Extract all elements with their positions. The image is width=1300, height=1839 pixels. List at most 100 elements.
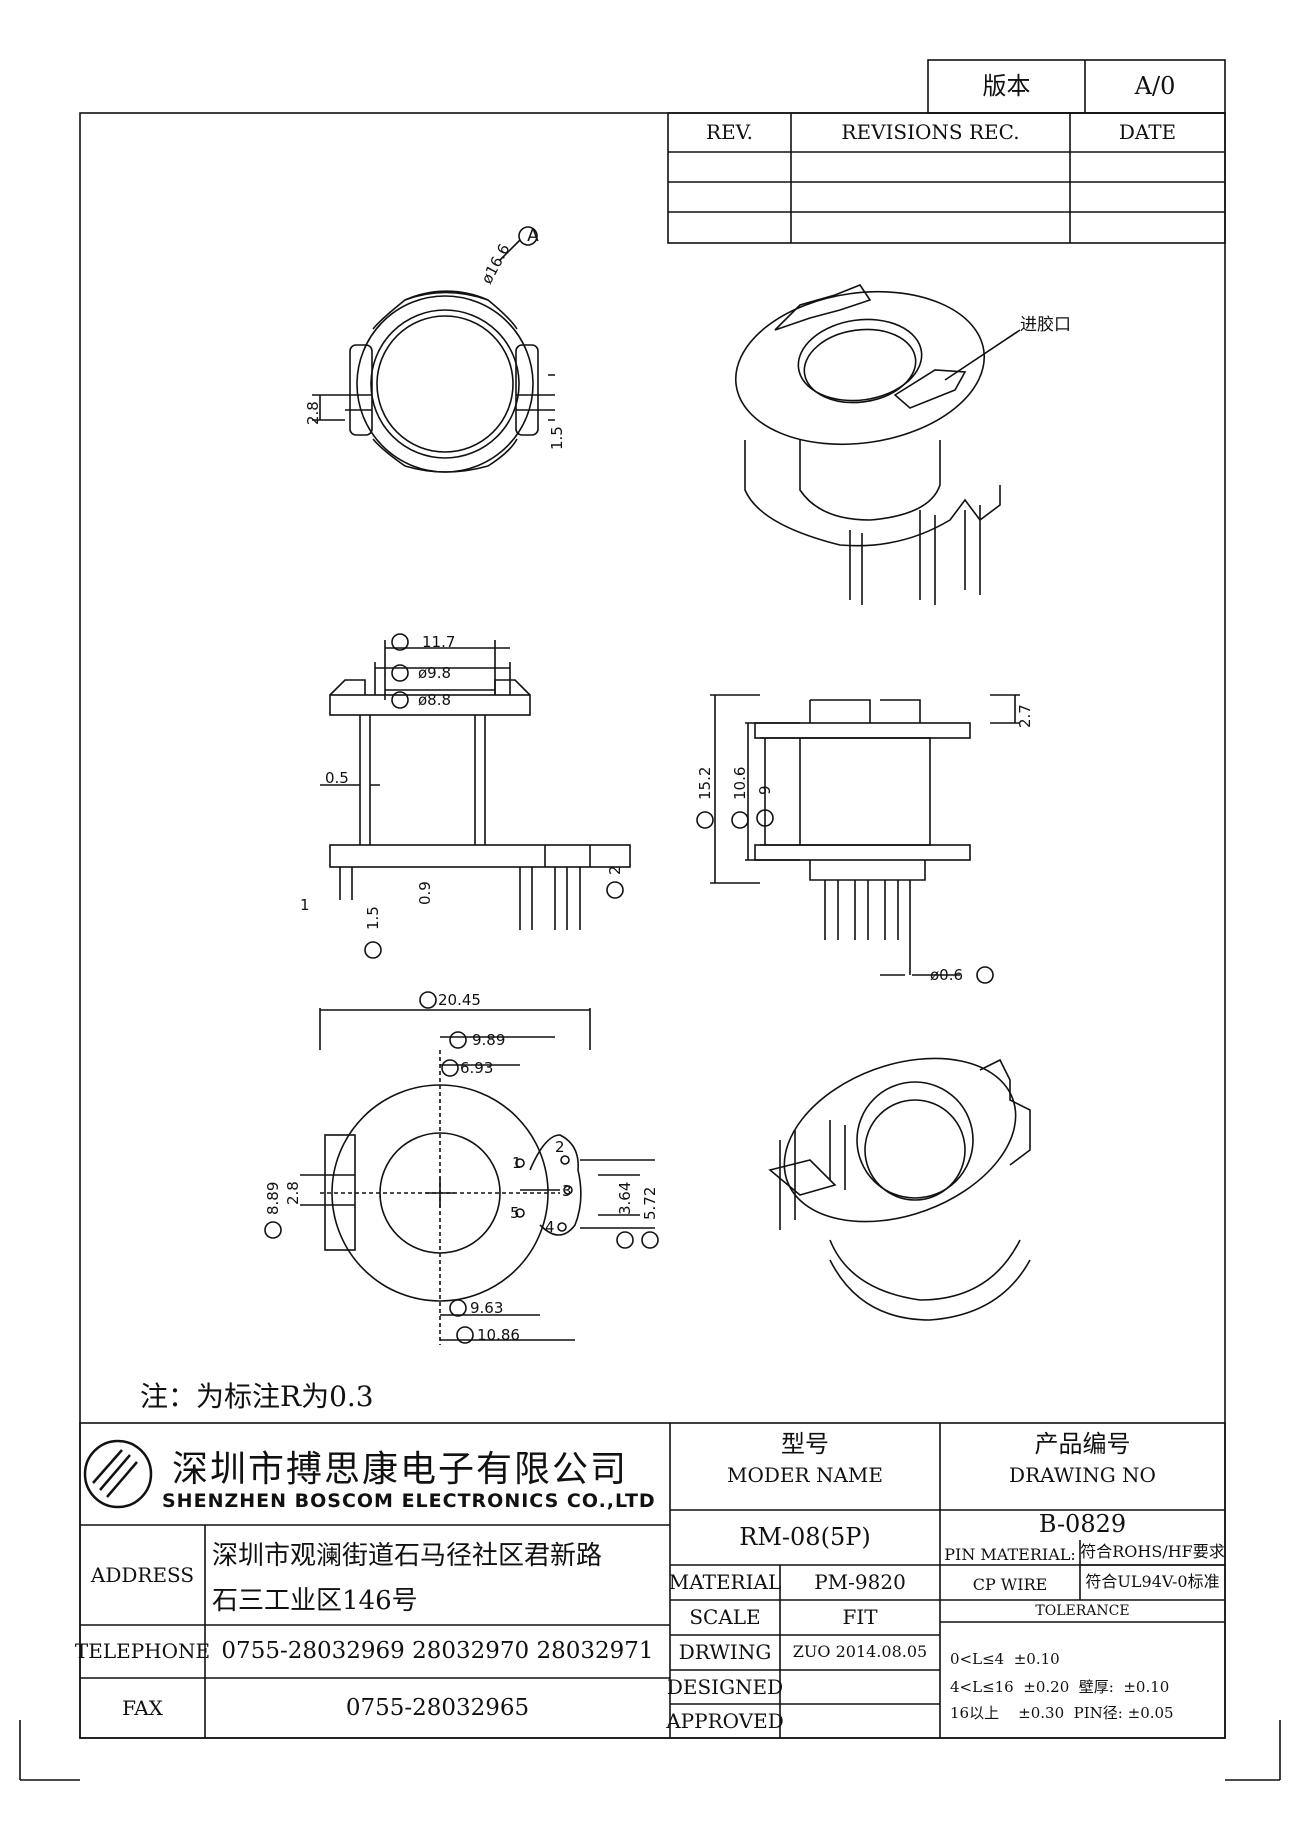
ref-m2-marker (641, 1231, 659, 1249)
dim-e: 1.5 (364, 906, 382, 930)
scale-label: SCALE (689, 1605, 761, 1629)
dim-g: 15.2 (696, 767, 714, 800)
telephone-value: 0755-28032969 28032970 28032971 (221, 1638, 654, 1665)
ref-e-marker (364, 941, 382, 959)
ref-f-marker (606, 881, 624, 899)
company-logo (83, 1439, 153, 1509)
dim-f: 2 (606, 865, 624, 875)
model-label-en: MODER NAME (727, 1462, 883, 1487)
isometric-view-top (734, 284, 1001, 605)
material-value: PM-9820 (814, 1570, 906, 1594)
dim-top-height: 2.7 (1016, 704, 1034, 728)
dim-top-slot: 2.8 (304, 401, 322, 425)
drawing-note: 注：为标注R为0.3 (140, 1380, 374, 1413)
dim-c: ø9.8 (418, 664, 451, 682)
address-line-2: 石三工业区146号 (212, 1586, 418, 1616)
tolerance-line-1: 0<L≤4 ±0.10 (950, 1650, 1060, 1668)
approved-value (780, 1704, 940, 1738)
pin-label-3: 3 (562, 1182, 572, 1200)
dim-j: ø0.6 (930, 966, 963, 984)
company-name-cn: 深圳市搏思康电子有限公司 (172, 1449, 629, 1490)
ref-n1-marker (449, 1031, 467, 1049)
top-view (312, 226, 555, 473)
dim-d: ø8.8 (418, 691, 451, 709)
material-label: MATERIAL (668, 1570, 782, 1594)
version-label: 版本 (982, 71, 1031, 100)
pin-label-2: 2 (555, 1138, 565, 1156)
ref-a-marker: A (527, 226, 539, 246)
isometric-view-bottom (768, 1057, 1031, 1321)
pin-label-4: 4 (545, 1218, 555, 1236)
drawing-by-value: ZUO 2014.08.05 (792, 1642, 928, 1662)
ref-g-marker (696, 811, 714, 829)
bottom-view (300, 1008, 655, 1345)
side-view-left (320, 640, 631, 930)
ul94-compliance: 符合UL94V-0标准 (1085, 1572, 1220, 1592)
fax-value: 0755-28032965 (345, 1694, 530, 1721)
ref-h-marker (731, 811, 749, 829)
revisions-table-frame (667, 112, 1226, 244)
fax-label: FAX (122, 1695, 163, 1720)
title-block-frame (79, 1422, 1226, 1739)
model-value: RM-08(5P) (739, 1522, 871, 1551)
designed-label: DESIGNED (666, 1674, 784, 1699)
drawing-no-label-cn: 产品编号 (1034, 1430, 1131, 1459)
pin-label-1: 1 (512, 1154, 522, 1172)
pin-label-5: 5 (510, 1204, 520, 1222)
ref-c-marker (391, 664, 409, 682)
drawing-by-label: DRWING (678, 1640, 772, 1664)
company-name-en: SHENZHEN BOSCOM ELECTRONICS CO.,LTD (162, 1490, 656, 1512)
dim-base-gap: 0.9 (416, 881, 434, 905)
ref-n4-marker (456, 1326, 474, 1344)
designed-value (780, 1670, 940, 1704)
ref-m1-marker (616, 1231, 634, 1249)
dim-top-diameter: ø16.6 (478, 241, 514, 287)
ref-n2-marker (441, 1059, 459, 1077)
drawing-no-label-en: DRAWING NO (1009, 1462, 1156, 1487)
tolerance-line-3: 16以上 ±0.30 PIN径: ±0.05 (950, 1704, 1174, 1722)
approved-label: APPROVED (666, 1708, 784, 1733)
ref-l-marker (264, 1221, 282, 1239)
pin-material-value: CP WIRE (972, 1574, 1048, 1594)
gate-label: 进胶口 (1020, 315, 1071, 335)
dim-h: 10.6 (731, 767, 749, 800)
ref-n3-marker (449, 1299, 467, 1317)
gate-leader-line (944, 329, 1021, 381)
dim-n2: 6.93 (460, 1059, 493, 1077)
side-view-right (710, 694, 1020, 976)
dim-k: 20.45 (438, 991, 481, 1009)
ref-b-marker (391, 633, 409, 651)
ref-k-marker (419, 991, 437, 1009)
scale-value: FIT (842, 1605, 878, 1629)
drawing-no-value: B-0829 (1038, 1510, 1127, 1539)
ref-d-marker (391, 691, 409, 709)
dim-m2: 5.72 (641, 1187, 659, 1220)
tolerance-line-2: 4<L≤16 ±0.20 壁厚: ±0.10 (950, 1678, 1170, 1696)
rohs-compliance: 符合ROHS/HF要求 (1080, 1542, 1225, 1562)
dim-b: 11.7 (422, 633, 455, 651)
dim-m1: 3.64 (616, 1182, 634, 1215)
model-label-cn: 型号 (781, 1430, 829, 1459)
dim-l: 8.89 (264, 1182, 282, 1215)
rev-header-records: REVISIONS REC. (841, 120, 1020, 144)
dim-n3: 9.63 (470, 1299, 503, 1317)
dim-top-step: 1.5 (548, 426, 566, 450)
rev-header-date: DATE (1118, 120, 1177, 144)
version-value: A/0 (1134, 71, 1176, 100)
address-line-1: 深圳市观澜街道石马径社区君新路 (212, 1541, 603, 1571)
dim-pin-offset: 1 (300, 896, 310, 914)
address-label: ADDRESS (90, 1562, 195, 1587)
dim-n1: 9.89 (472, 1031, 505, 1049)
tolerance-title: TOLERANCE (1035, 1602, 1130, 1619)
pin-material-label: PIN MATERIAL: (944, 1544, 1076, 1564)
dim-i: 9 (756, 785, 774, 795)
dim-n4: 10.86 (477, 1326, 520, 1344)
telephone-label: TELEPHONE (74, 1639, 211, 1663)
dim-wall: 0.5 (325, 769, 349, 787)
ref-i-marker (756, 809, 774, 827)
dim-bottom-slot: 2.8 (284, 1181, 302, 1205)
rev-header-rev: REV. (706, 120, 753, 144)
ref-j-marker (976, 966, 994, 984)
corner-marks (19, 1720, 1281, 1781)
